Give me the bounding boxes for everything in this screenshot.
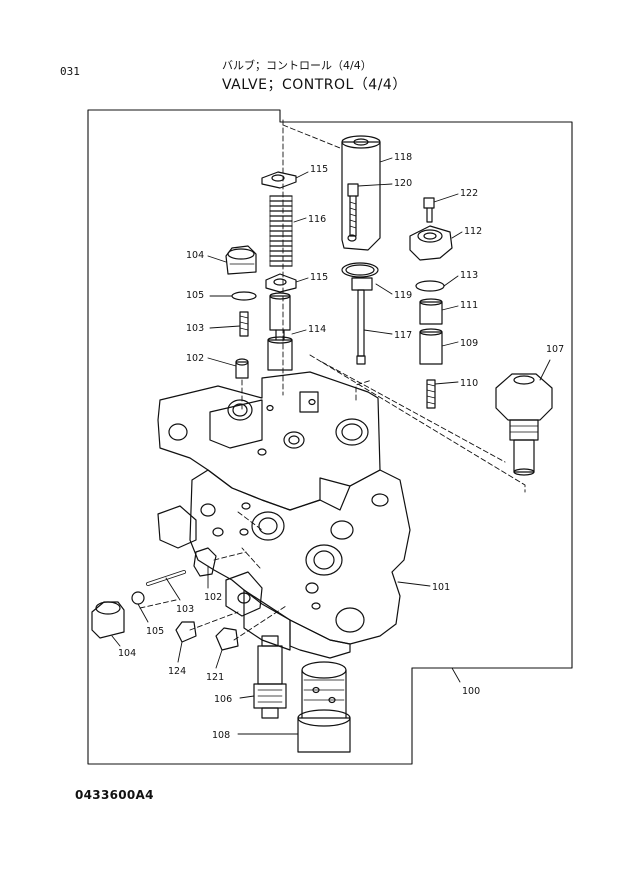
page-number: 031: [60, 65, 80, 78]
callout-118: 118: [394, 152, 412, 163]
relief-valve: [495, 373, 553, 476]
callout-110: 110: [460, 378, 478, 389]
valve-body: [157, 371, 411, 659]
drawing-number: 0433600A4: [75, 788, 154, 802]
callout-109: 109: [460, 338, 478, 349]
callout-105-lower: 105: [146, 626, 164, 637]
left-column-parts: [225, 245, 257, 379]
callout-104-top: 104: [186, 250, 204, 261]
callout-124: 124: [168, 666, 186, 677]
callout-102-top: 102: [186, 353, 204, 364]
callout-100: 100: [462, 686, 480, 697]
callout-113: 113: [460, 270, 478, 281]
callout-108: 108: [212, 730, 230, 741]
title-japanese: バルブ；コントロール（4/4）: [222, 59, 372, 72]
callout-103-top: 103: [186, 323, 204, 334]
callout-122: 122: [460, 188, 478, 199]
assembly-boundary: [87, 109, 573, 765]
callout-112: 112: [464, 226, 482, 237]
callout-103-lower: 103: [176, 604, 194, 615]
callout-114: 114: [308, 324, 326, 335]
right-column-parts: [409, 197, 453, 409]
callout-120: 120: [394, 178, 412, 189]
callout-121: 121: [206, 672, 224, 683]
callout-117: 117: [394, 330, 412, 341]
leader-lines: [111, 157, 551, 735]
bottom-parts: [253, 635, 351, 753]
spring-stack: [261, 171, 297, 371]
callout-104-lower: 104: [118, 648, 136, 659]
callout-102-lower: 102: [204, 592, 222, 603]
callout-106: 106: [214, 694, 232, 705]
callout-107: 107: [546, 344, 564, 355]
callout-111: 111: [460, 300, 478, 311]
title-english: VALVE；CONTROL（4/4）: [222, 77, 407, 93]
cap-assembly: [341, 135, 381, 365]
callout-115-top: 115: [310, 164, 328, 175]
callout-105-top: 105: [186, 290, 204, 301]
callout-116: 116: [308, 214, 326, 225]
callout-labels: 115 118 120 116 122 112 104 115 113 105 …: [118, 152, 564, 741]
callout-115-lower: 115: [310, 272, 328, 283]
callout-119: 119: [394, 290, 412, 301]
callout-101: 101: [432, 582, 450, 593]
